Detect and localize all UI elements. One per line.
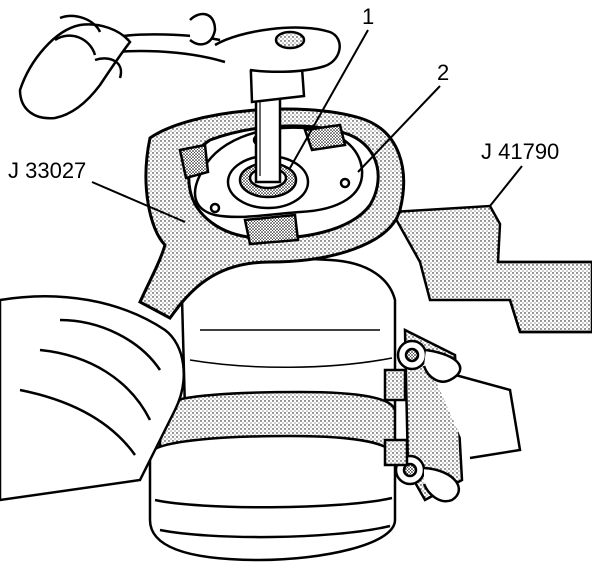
- hand-on-ratchet: [18, 12, 217, 120]
- callout-label-2: 2: [437, 60, 450, 85]
- leader-line-j41790: [489, 165, 523, 207]
- clamp-bolts: [383, 339, 462, 503]
- leader-line-2: [357, 85, 441, 173]
- tool-label-j33027: J 33027: [8, 158, 87, 183]
- tool-label-j41790: J 41790: [481, 139, 560, 164]
- ratchet-and-extension: [94, 26, 341, 184]
- housing-body: [148, 257, 397, 562]
- leader-line-1: [289, 29, 369, 169]
- leader-line-j33027: [91, 181, 186, 223]
- callout-label-1: 1: [362, 4, 375, 29]
- leader-lines: [91, 29, 523, 223]
- hand-on-housing: [0, 295, 185, 502]
